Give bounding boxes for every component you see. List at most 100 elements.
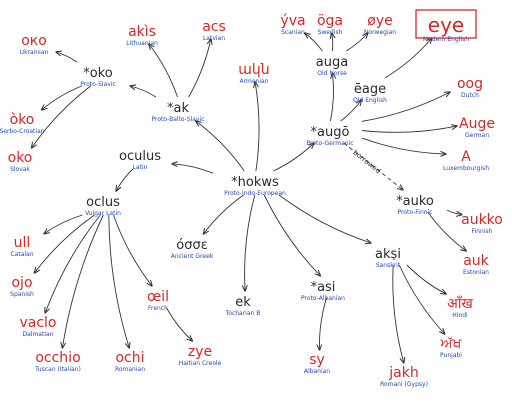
nodes-layer: *hokwsProto-Indo-European*akProto-Balto-… — [0, 9, 503, 388]
node-language: Dalmatian — [23, 331, 54, 338]
node-word: *auko — [396, 194, 434, 209]
node-word: ull — [14, 235, 31, 251]
node-language: Serbo-Croatian — [0, 128, 45, 135]
node-language: Spanish — [10, 291, 34, 298]
node-word: *hokws — [231, 175, 279, 190]
node-language: Ancient Greek — [171, 253, 214, 260]
edge-non-isl — [305, 33, 323, 52]
node-language: Romani (Gypsy) — [380, 381, 428, 388]
node-language: Luxembourgish — [443, 165, 489, 172]
node-word: acs — [202, 19, 226, 35]
node-language: Sanskrit — [376, 262, 401, 269]
node-language: Old Norse — [317, 70, 347, 77]
node-word: òko — [10, 112, 35, 128]
node-word: eye — [428, 13, 464, 37]
edge-pgm-nld — [361, 92, 450, 122]
node-word: ਅੱਖ — [440, 336, 463, 352]
node-language: Armenian — [240, 78, 269, 85]
node-language: Scanian — [281, 29, 305, 36]
node-language: Proto-Slavic — [80, 81, 116, 88]
edge-ps-slk — [32, 85, 91, 148]
node-language: Old English — [353, 97, 387, 104]
node-language: Romanian — [115, 366, 145, 373]
node-word: zye — [188, 344, 212, 360]
node-language: Tuscan (Italian) — [34, 366, 81, 373]
edge-pie-san — [278, 194, 371, 243]
edge-pbs-lav — [188, 39, 211, 98]
edge-pie-arm — [255, 82, 260, 172]
edge-ps-ukr — [56, 52, 78, 63]
node-word: akṣi — [375, 247, 401, 262]
node-word: όσσε — [176, 238, 207, 253]
edge-vlat-dlm — [45, 214, 101, 313]
node-word: A — [461, 149, 471, 165]
edge-pgm-ltz — [361, 137, 446, 154]
node-word: ojo — [11, 275, 32, 291]
edge-pgm-non — [330, 73, 334, 122]
node-word: ochi — [115, 350, 144, 366]
node-language: German — [465, 132, 489, 139]
edge-pbs-ps — [130, 86, 157, 98]
node-word: *asi — [311, 280, 336, 295]
edge-san-pan — [398, 264, 444, 334]
edge-san-hin — [406, 264, 446, 294]
node-language: Haitian Creole — [179, 360, 222, 367]
node-word: jakh — [388, 365, 418, 381]
node-word: *oko — [83, 66, 113, 81]
node-word: *ak — [167, 101, 189, 116]
node-word: vaclo — [19, 315, 56, 331]
node-language: Estonian — [463, 269, 489, 276]
node-word: occhio — [35, 350, 80, 366]
node-language: Modern English — [423, 36, 469, 43]
node-word: aukko — [461, 212, 503, 228]
node-word: आँख — [447, 295, 473, 312]
node-word: Auge — [459, 116, 495, 132]
node-word: oclus — [86, 195, 120, 210]
edge-pfi-fin — [446, 209, 462, 215]
node-language: Latvian — [203, 35, 225, 42]
edge-vlat-cat — [44, 214, 83, 234]
node-language: Slovak — [10, 166, 30, 173]
edge-lat-vlat — [116, 168, 134, 191]
node-word: öga — [317, 13, 343, 29]
edge-vlat-spa — [34, 214, 95, 273]
edge-san-rom — [392, 264, 404, 363]
edge-pie-grc — [203, 194, 244, 234]
node-language: Proto-Indo-European — [224, 190, 286, 197]
node-word: œil — [147, 289, 169, 305]
node-language: Catalan — [10, 251, 33, 258]
edge-pie-pgm — [273, 143, 314, 172]
edge-pie-toch — [245, 194, 256, 291]
edge-pgm-ang — [340, 100, 362, 122]
node-word: auk — [463, 253, 489, 269]
node-word: oog — [457, 76, 483, 92]
edge-vlat-ron — [108, 214, 130, 348]
borrowed-label: borrowed — [351, 149, 382, 176]
